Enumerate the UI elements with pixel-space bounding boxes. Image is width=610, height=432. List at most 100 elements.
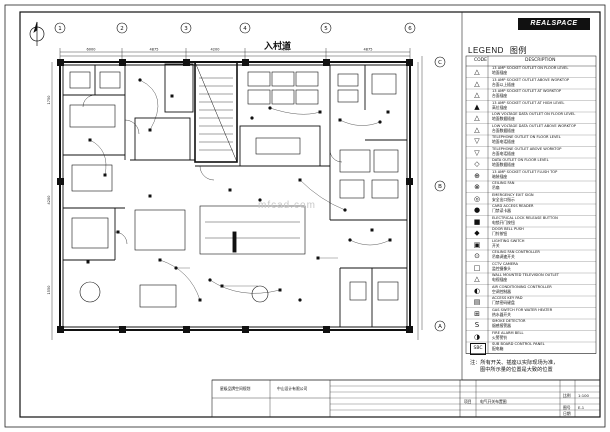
legend-description-cn: 安全出口指示: [492, 196, 515, 202]
legend-description-en: TELEPHONE OUTLET ON FLOOR LEVEL: [492, 135, 561, 139]
legend-description-cn: 地面数据插座: [492, 162, 515, 167]
legend-description-en: DOOR BELL PUSH: [492, 227, 524, 231]
dimension-top: 4200: [281, 48, 290, 52]
title-block-scale: 1:100: [578, 393, 589, 398]
legend-description-en: EMERGENCY EXIT SIGN: [492, 192, 534, 197]
electrical-symbol: [148, 194, 152, 198]
legend-symbol: ⊗: [474, 183, 480, 191]
legend-symbol: □: [473, 263, 481, 272]
legend-symbol: ◐: [473, 286, 481, 295]
title-block-sheet: E-1: [578, 405, 585, 410]
title-block-project-label: 项目: [464, 399, 472, 404]
electrical-symbol: [388, 238, 392, 242]
legend-description-cn: 配电箱: [492, 346, 504, 351]
grid-label-3: 3: [184, 26, 188, 32]
legend-symbol: ▽: [474, 137, 480, 145]
legend-description-cn: 电锁开门按钮: [492, 219, 515, 225]
legend-symbol: ■: [473, 217, 481, 226]
legend-symbol: △: [474, 275, 480, 283]
electrical-symbol: [170, 94, 174, 98]
legend-description-en: CARD ACCESS READER: [492, 204, 534, 208]
electrical-symbol: [298, 298, 302, 302]
grid-label-C: C: [438, 60, 442, 66]
grid-label-4: 4: [243, 26, 247, 32]
legend-description-cn: 烟感报警器: [492, 323, 511, 328]
legend-description-cn: 台面插座: [492, 93, 508, 98]
legend-description-en: LOW VOLTAGE DATA OUTLET ABOVE WORKTOP: [492, 123, 576, 128]
grid-label-6: 6: [408, 26, 412, 32]
electrical-symbol: [298, 178, 302, 182]
note-line-2: 图中所示量的位置是大致的位置: [480, 367, 553, 373]
legend-description-cn: 火警警铃: [492, 334, 508, 340]
title-block-sheet-label: 图号: [563, 405, 571, 410]
legend-description-cn: 监控摄像头: [492, 265, 511, 271]
title-block-scale-label: 比例: [563, 393, 571, 398]
legend-description-en: ACCESS KEY PAD: [492, 296, 523, 300]
grid-bubble-5: [320, 22, 332, 34]
legend-symbol: ◑: [473, 332, 481, 341]
dimension-left: 1550: [47, 286, 51, 295]
legend-symbol: ⊕: [474, 171, 480, 180]
electrical-symbol: [86, 260, 90, 264]
electrical-symbol: [338, 118, 342, 122]
legend-symbol: ◆: [474, 229, 480, 237]
legend-symbol: ⊞: [474, 309, 480, 318]
legend-description-cn: 暗装插座: [492, 173, 508, 179]
watermark: mfcad.com: [258, 200, 316, 211]
legend-description-en: ELECTRICAL LOCK RELEASE BUTTON: [492, 215, 558, 220]
dimension-left: 4200: [47, 196, 51, 205]
legend-description-cn: 门禁密码键盘: [492, 300, 515, 305]
electrical-symbol: [228, 188, 232, 192]
grid-bubble-A: [434, 320, 446, 332]
legend-symbol: ◎: [473, 194, 481, 203]
legend-symbol: ▣: [473, 240, 481, 249]
legend-symbol: ▤: [473, 298, 481, 306]
electrical-symbol: [348, 238, 352, 242]
electrical-symbol: [148, 128, 152, 132]
electrical-symbol: [278, 288, 282, 292]
legend-description-en: CCTV CAMERA: [492, 261, 518, 266]
legend-description-cn: 开关: [492, 242, 500, 248]
legend-col-desc: DESCRIPTION: [525, 58, 556, 63]
electrical-symbol: [88, 138, 92, 142]
legend-symbol: ▲: [474, 102, 480, 111]
grid-label-1: 1: [58, 26, 62, 32]
title-block-project: 电气开关布置图: [480, 399, 507, 404]
legend-description-en: 13 AMP SOCKET OUTLET FLUSH TOP: [492, 169, 558, 174]
legend-description-en: 13 AMP SOCKET OUTLET ON FLOOR LEVEL: [492, 66, 569, 70]
grid-bubble-B: [434, 180, 446, 192]
legend-description-cn: 高位插座: [492, 104, 508, 110]
legend-symbol: △: [474, 114, 480, 122]
title-block-company: 星级品牌空间规划: [220, 386, 251, 391]
legend-description-en: CEILING FAN CONTROLLER: [492, 250, 540, 254]
electrical-symbol: [250, 116, 254, 120]
electrical-symbol: [208, 278, 212, 282]
legend-description-cn: 热水器开关: [492, 311, 511, 317]
legend-description-en: WALL MOUNTED TELEVISION OUTLET: [492, 273, 559, 277]
legend-symbol: ●: [473, 206, 481, 214]
legend-description-en: LOW VOLTAGE DATA OUTLET ON FLOOR LEVEL: [492, 112, 576, 116]
legend-description-en: CEILING FAN: [492, 181, 515, 185]
legend-description-cn: 门铃按钮: [492, 231, 508, 236]
grid-bubble-3: [180, 22, 192, 34]
electrical-symbol: [378, 120, 382, 124]
grid-bubble-1: [54, 22, 66, 34]
grid-label-B: B: [438, 184, 442, 190]
legend-description-cn: 吊扇: [492, 185, 500, 190]
dimension-top: 4875: [150, 48, 159, 52]
